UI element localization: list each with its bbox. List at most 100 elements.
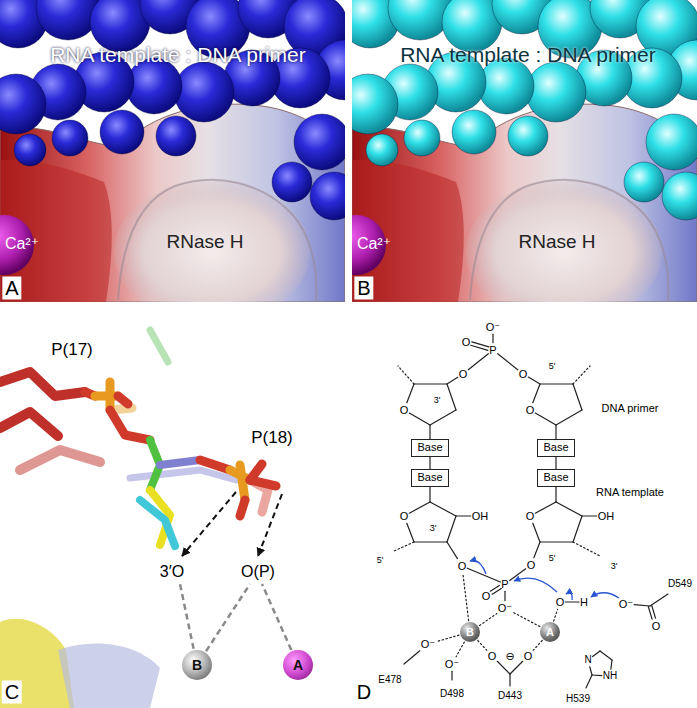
panel-d xyxy=(394,334,668,688)
node-text: Base xyxy=(543,471,568,485)
bond-stick xyxy=(200,460,230,470)
atom-label: OH xyxy=(472,510,489,523)
atom-label: P xyxy=(489,344,496,357)
bond-line xyxy=(407,384,414,403)
atom-sphere xyxy=(0,74,46,134)
node-text: Base xyxy=(417,471,442,485)
electron-arrow xyxy=(591,593,619,598)
domain-label: RNase H xyxy=(166,231,243,253)
coordination-line xyxy=(463,573,469,620)
atom-label: O xyxy=(458,560,467,573)
coordination-line xyxy=(394,542,414,551)
bond-line xyxy=(447,516,456,542)
coordination-line xyxy=(398,366,414,384)
atom-sphere xyxy=(126,58,182,114)
bond-line xyxy=(430,502,456,516)
bond-line xyxy=(593,651,600,657)
bond-line xyxy=(586,675,592,688)
atom-label: O xyxy=(462,336,471,349)
domain-label: RNase H xyxy=(518,231,595,253)
coordination-line xyxy=(573,366,590,384)
sphere-group xyxy=(0,0,345,220)
ion-label: Ca²⁺ xyxy=(5,235,39,253)
panel-a xyxy=(0,0,345,302)
bond-stick xyxy=(0,372,85,396)
atom-label: 5' xyxy=(549,553,556,563)
double-bond-line xyxy=(492,588,501,594)
coordination-line xyxy=(479,614,496,626)
bond-stick xyxy=(20,450,100,470)
panel-letter: B xyxy=(354,277,373,300)
attack-arrow xyxy=(258,494,282,556)
atom-sphere xyxy=(662,172,697,220)
bond-stick xyxy=(240,500,245,516)
atom-sphere xyxy=(174,62,234,122)
atom-sphere xyxy=(478,58,534,114)
bond-line xyxy=(409,413,430,425)
bond-line xyxy=(650,594,668,606)
atom-sphere xyxy=(526,62,586,122)
atom-sphere xyxy=(52,120,88,156)
atom-sphere xyxy=(100,110,144,154)
bond-line xyxy=(533,384,540,403)
atom-sphere xyxy=(508,116,548,156)
bond-stick xyxy=(160,460,200,465)
atom-sphere xyxy=(310,172,345,220)
atom-label: 5' xyxy=(549,361,556,371)
atom-label: O xyxy=(652,620,661,633)
bond-line xyxy=(451,671,452,680)
coordination-line xyxy=(513,612,540,626)
metal-ion-sphere: B xyxy=(182,650,212,680)
atom-sphere xyxy=(156,116,196,156)
coordination-line xyxy=(554,609,558,621)
bond-line xyxy=(592,674,602,676)
bond-line xyxy=(590,667,592,675)
bond-line xyxy=(414,383,447,384)
bond-stick xyxy=(140,500,175,546)
node-text: B xyxy=(466,627,474,638)
atom-label: O xyxy=(459,368,468,381)
atom-label: O xyxy=(400,404,409,417)
bond-stick xyxy=(0,412,58,436)
atom-label: O xyxy=(524,650,533,663)
residue-label: H539 xyxy=(566,693,590,705)
atom-label: 5' xyxy=(377,555,384,565)
bond-line xyxy=(556,502,582,516)
double-bond-line xyxy=(652,605,656,618)
atom-label: O⁻ xyxy=(619,598,633,611)
atom-label: O xyxy=(488,650,497,663)
bond-line xyxy=(556,410,582,425)
bond-stick xyxy=(110,410,150,440)
node-text: B xyxy=(192,658,202,672)
bond-line xyxy=(582,515,597,516)
residue-label: D549 xyxy=(668,578,692,590)
metal-ion-sphere: A xyxy=(540,622,560,642)
strand-label: DNA primer xyxy=(602,402,659,415)
panel-letter: D xyxy=(354,681,374,704)
bond-line xyxy=(429,487,430,502)
bond-line xyxy=(510,661,523,674)
atom-label: O(P) xyxy=(241,563,275,581)
node-text: Base xyxy=(543,441,568,455)
bond-stick xyxy=(118,396,128,404)
atom-label: O xyxy=(519,368,528,381)
atom-label: H xyxy=(580,596,588,609)
node-text: Base xyxy=(417,441,442,455)
attack-arrow xyxy=(182,492,236,556)
atom-sphere xyxy=(366,134,398,166)
base-box: Base xyxy=(537,469,574,487)
bond-line xyxy=(528,377,540,384)
bond-line xyxy=(555,487,556,502)
atom-sphere xyxy=(624,162,664,202)
atom-label: O xyxy=(482,590,491,603)
atom-label: O xyxy=(527,559,536,572)
bond-line xyxy=(504,591,505,600)
bond-line xyxy=(430,410,456,425)
double-bond-line xyxy=(471,345,488,350)
bond-line xyxy=(509,674,510,686)
bond-line xyxy=(611,660,612,669)
metal-ion-sphere: B xyxy=(460,622,480,642)
coordination-line xyxy=(436,635,459,642)
